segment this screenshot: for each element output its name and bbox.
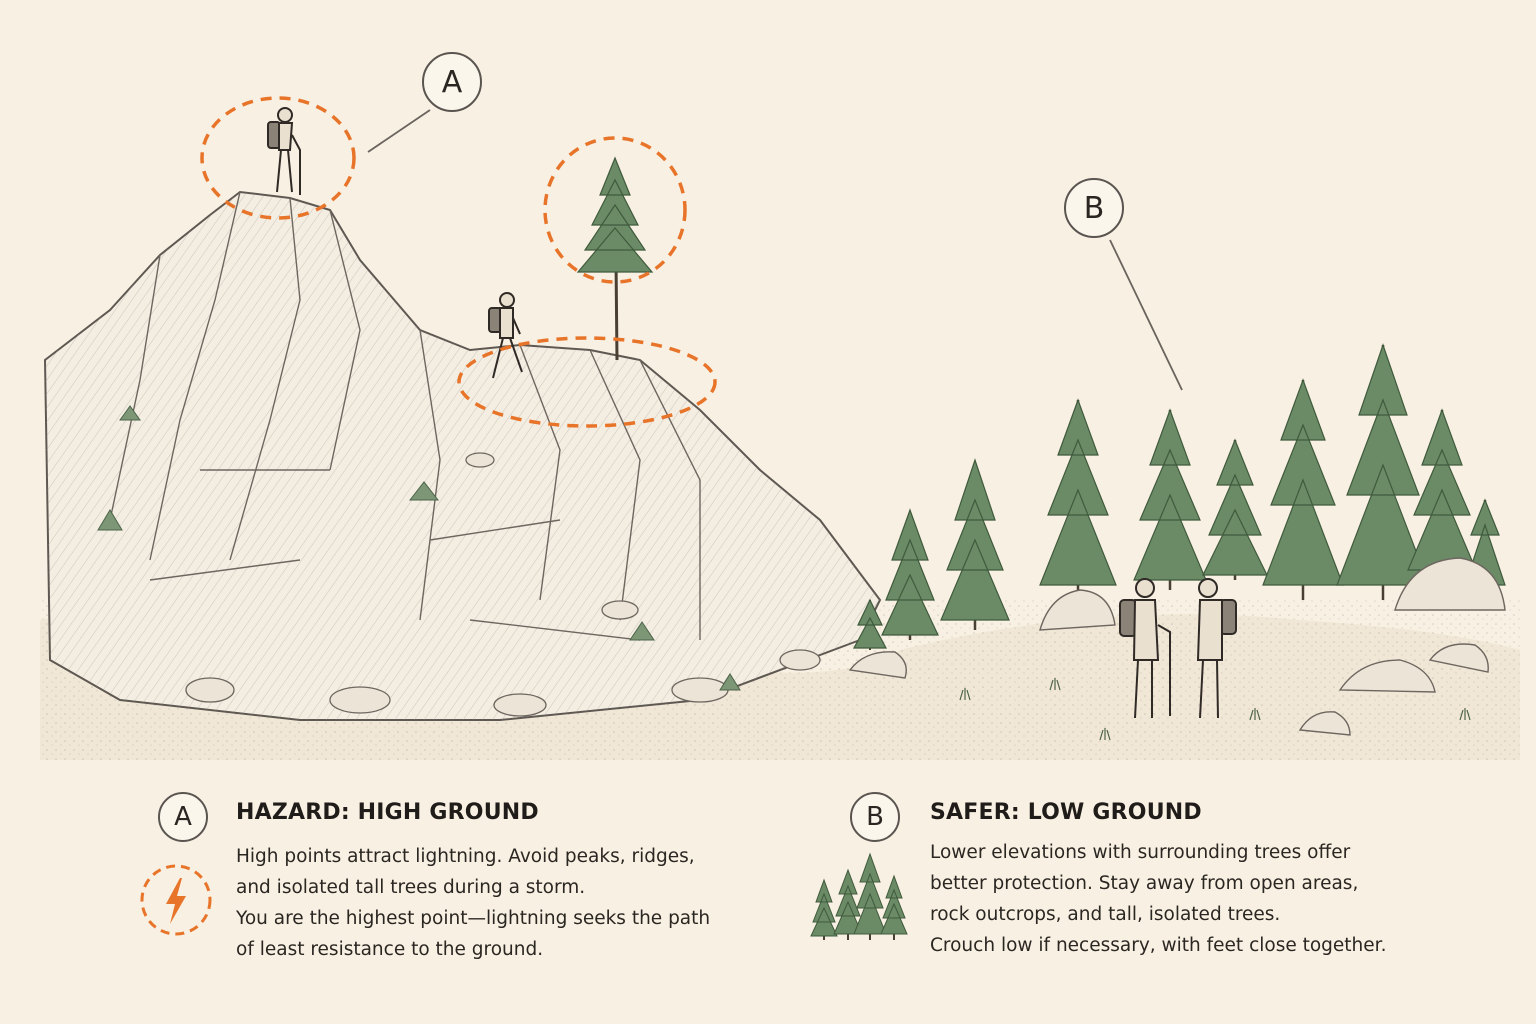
hiker-on-ridge xyxy=(488,292,523,379)
pine-trees-icon xyxy=(810,852,908,940)
hazard-ring-tree xyxy=(543,136,687,284)
safer-line-4: Crouch low if necessary, with feet close… xyxy=(930,935,1387,956)
legend-badge-a: A xyxy=(158,792,208,842)
terrain-illustration xyxy=(40,96,1520,760)
safer-line-2: better protection. Stay away from open a… xyxy=(930,873,1359,894)
safer-line-3: rock outcrops, and tall, isolated trees. xyxy=(930,904,1281,925)
leader-line-a xyxy=(367,109,431,153)
hazard-ring-ridge xyxy=(457,336,717,428)
callout-label-a: A xyxy=(422,52,482,112)
safer-title: SAFER: LOW GROUND xyxy=(930,800,1202,825)
forest xyxy=(853,343,1506,650)
boulders xyxy=(848,557,1506,736)
hikers-in-valley xyxy=(1119,578,1237,719)
legend-badge-b: B xyxy=(850,792,900,842)
hazard-line-1: High points attract lightning. Avoid pea… xyxy=(236,846,695,867)
grass-tufts xyxy=(959,678,1471,741)
hazard-markers xyxy=(200,96,717,428)
leader-line-b xyxy=(1109,239,1183,391)
hazard-title: HAZARD: HIGH GROUND xyxy=(236,800,539,825)
rocky-peak xyxy=(43,190,882,721)
hazard-line-2: and isolated tall trees during a storm. xyxy=(236,877,586,898)
lightning-bolt-icon xyxy=(140,864,212,936)
isolated-tall-tree xyxy=(576,156,654,361)
hazard-line-4: of least resistance to the ground. xyxy=(236,939,544,960)
hiker-on-summit xyxy=(267,107,301,195)
hazard-ring-summit xyxy=(200,96,356,220)
hazard-description: High points attract lightning. Avoid pea… xyxy=(236,841,756,965)
safer-line-1: Lower elevations with surrounding trees … xyxy=(930,842,1351,863)
callout-label-b: B xyxy=(1064,178,1124,238)
safer-description: Lower elevations with surrounding trees … xyxy=(930,837,1450,961)
hazard-line-3: You are the highest point—lightning seek… xyxy=(236,908,711,929)
